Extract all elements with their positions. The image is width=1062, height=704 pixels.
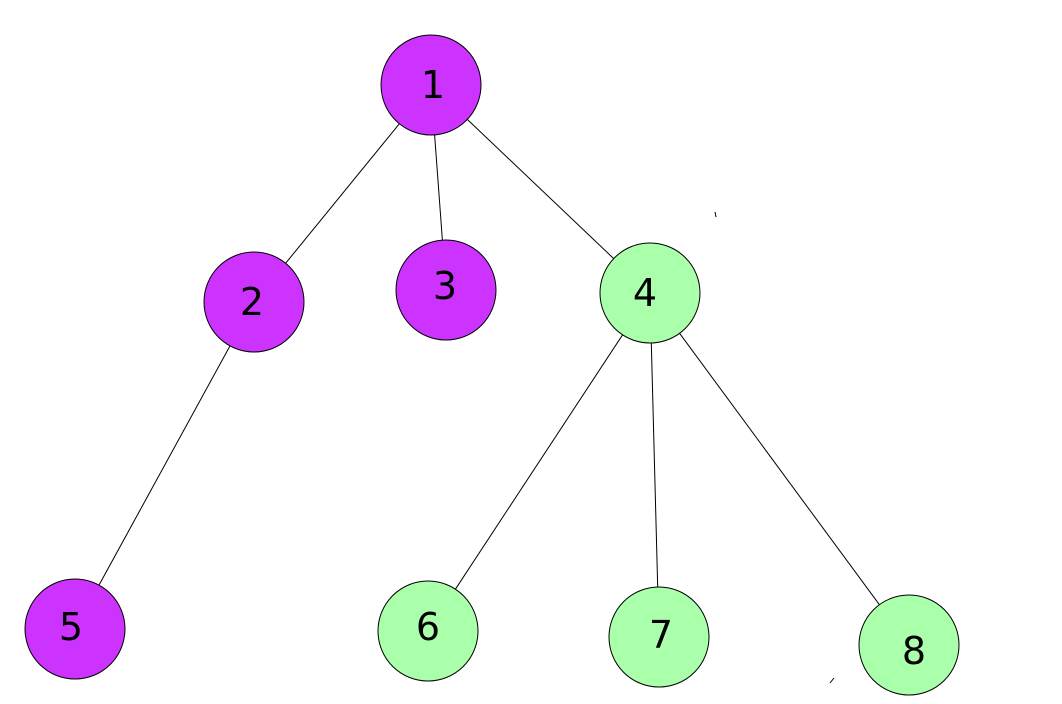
node-circle	[599, 242, 701, 344]
node-3: 3	[395, 239, 497, 341]
edge-4-8	[679, 333, 880, 605]
node-label: 5	[59, 605, 83, 649]
node-label: 3	[433, 264, 457, 308]
node-label: 2	[240, 280, 264, 324]
node-label: 8	[902, 629, 926, 673]
edge-1-2	[285, 123, 400, 264]
node-4: 4	[599, 242, 701, 344]
edge-1-4	[466, 119, 615, 259]
node-1: 1	[380, 34, 482, 136]
node-label: 1	[421, 63, 445, 107]
node-2: 2	[203, 251, 305, 353]
edges-layer	[98, 119, 880, 605]
node-circle	[24, 578, 126, 680]
node-circle	[608, 586, 710, 688]
node-7: 7	[608, 586, 710, 688]
edge-2-5	[98, 345, 231, 586]
node-label: 6	[416, 605, 440, 649]
node-label: 7	[649, 613, 673, 657]
node-circle	[380, 34, 482, 136]
node-circle	[377, 580, 479, 682]
node-label: 4	[633, 271, 657, 315]
stray-mark	[714, 211, 717, 218]
edge-4-7	[650, 342, 659, 588]
node-circle	[203, 251, 305, 353]
edge-4-6	[454, 334, 624, 590]
nodes-layer: 1 2 3 4 5 6 7 8	[24, 34, 960, 696]
node-circle	[858, 594, 960, 696]
node-circle	[395, 239, 497, 341]
node-5: 5	[24, 578, 126, 680]
node-6: 6	[377, 580, 479, 682]
edge-1-3	[434, 134, 443, 241]
node-8: 8	[858, 594, 960, 696]
stray-mark	[829, 677, 835, 684]
